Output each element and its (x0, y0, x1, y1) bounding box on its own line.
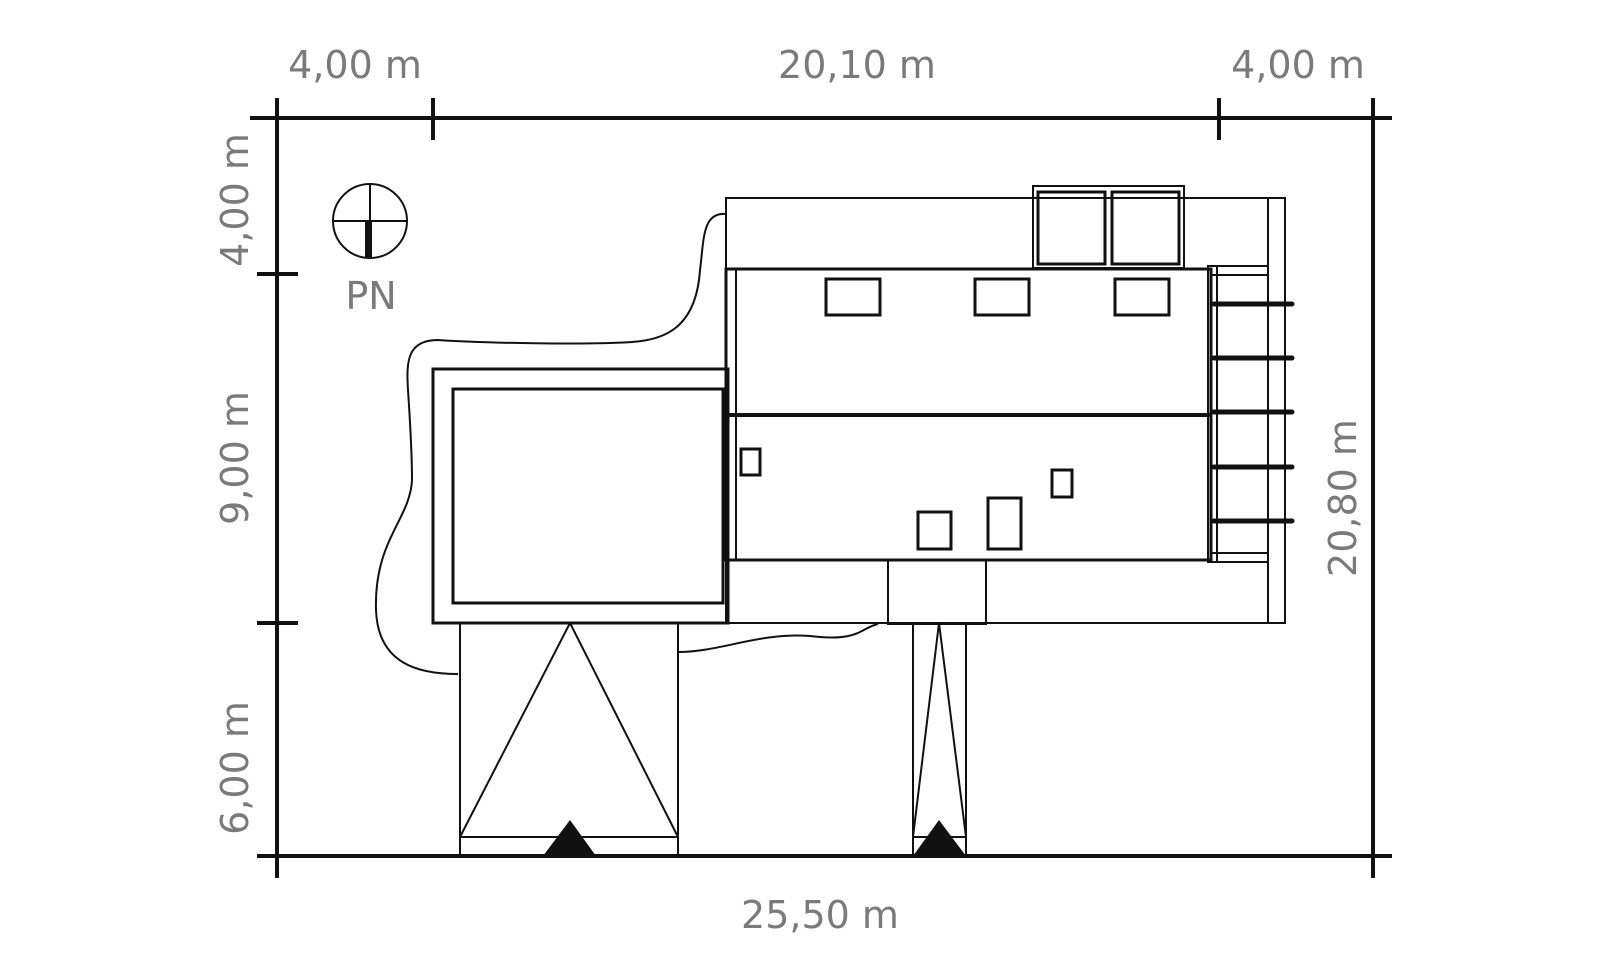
footpath (912, 622, 967, 856)
driveway (459, 622, 679, 856)
garage-roof-outer (431, 367, 730, 625)
skylight-2 (973, 277, 1031, 317)
landscape-curve-left (374, 212, 727, 675)
dim-left-top: 4,00 m (213, 133, 257, 267)
dim-top-middle: 20,10 m (778, 43, 936, 87)
skylight-3 (1113, 277, 1171, 317)
main-roof (724, 265, 1218, 563)
roof-dark-slope (724, 267, 1213, 417)
driveway-entrance-arrow-icon (543, 820, 596, 856)
dim-bottom: 25,50 m (741, 893, 899, 937)
footpath-entrance-arrow-icon (913, 820, 966, 856)
dimension-labels: 4,00 m 20,10 m 4,00 m 4,00 m 9,00 m 6,00… (213, 43, 1365, 937)
dimension-lines (250, 98, 1392, 878)
dim-right: 20,80 m (1321, 419, 1365, 577)
roof-light-slope (724, 413, 1213, 562)
dim-top-right: 4,00 m (1231, 43, 1365, 87)
entrance-porch (887, 559, 987, 625)
roof-left-edge (725, 268, 737, 561)
garage-roof (431, 367, 730, 625)
skylight-4 (916, 510, 953, 551)
skylight-1 (824, 277, 882, 317)
dim-left-bottom: 6,00 m (213, 701, 257, 835)
dim-left-middle: 9,00 m (213, 391, 257, 525)
skylight-5 (986, 496, 1023, 551)
chimney-1 (739, 447, 762, 477)
landscape-curve-bottom (677, 623, 879, 653)
north-compass-icon (332, 183, 408, 259)
chimney-2 (1050, 468, 1074, 499)
dim-top-left: 4,00 m (288, 43, 422, 87)
garage-roof-inner (451, 387, 725, 605)
compass-label: PN (345, 274, 396, 318)
pergola-beams (1211, 301, 1295, 524)
